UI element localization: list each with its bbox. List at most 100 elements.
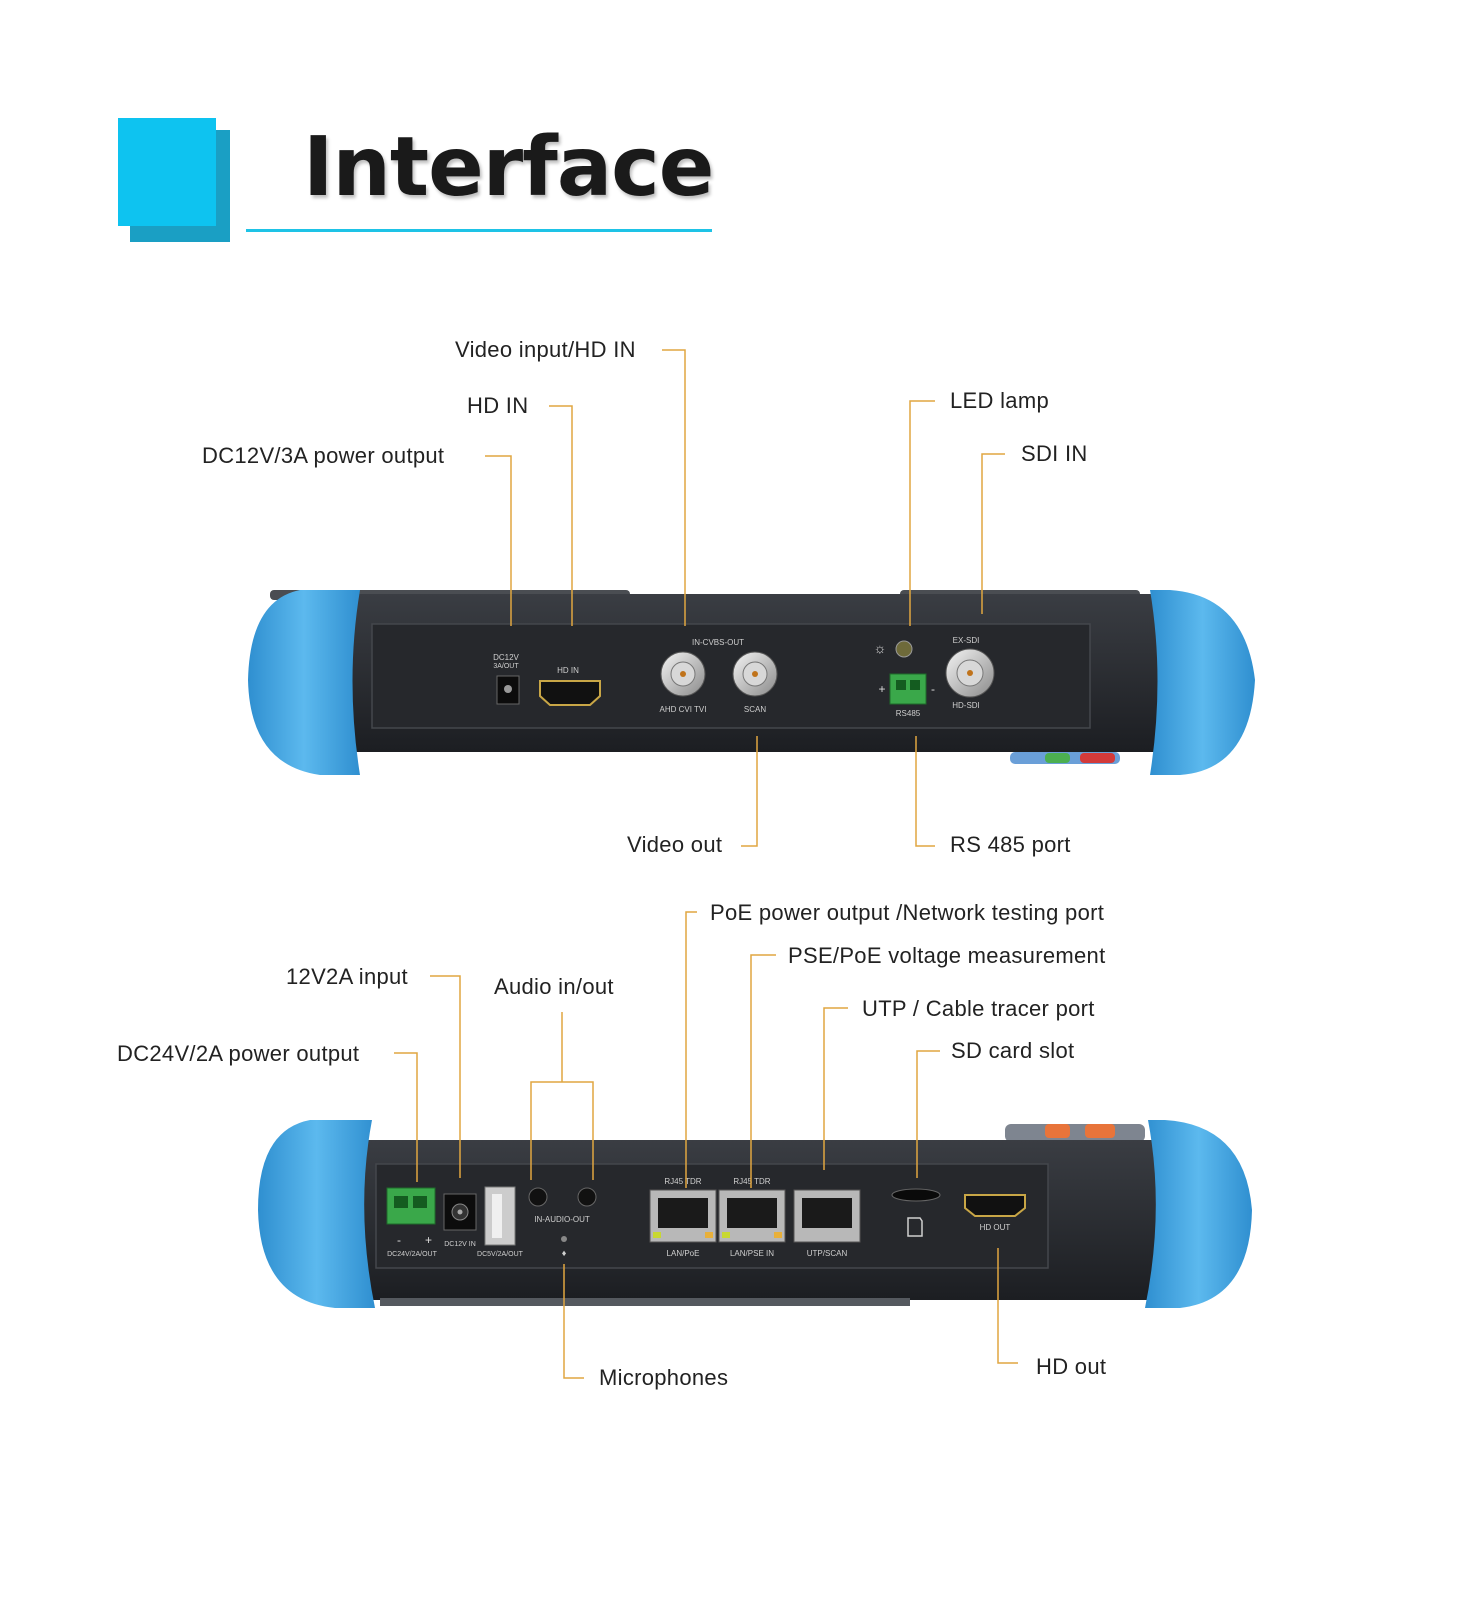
page-title: Interface (303, 120, 714, 215)
bottom-side-buttons (1005, 1124, 1145, 1142)
rj45-lan-pse-socket (727, 1198, 777, 1228)
label-rs485: RS 485 port (950, 832, 1071, 857)
leader-microphones (563, 1264, 584, 1379)
mic-icon: ♦ (562, 1248, 567, 1258)
leader-sdi-in (981, 453, 1005, 614)
label-hd-in: HD IN (467, 393, 529, 418)
label-pse-poe: PSE/PoE voltage measurement (788, 943, 1106, 968)
label-12v2a: 12V2A input (286, 964, 408, 989)
rs485-terminal-slot-1 (896, 680, 906, 690)
orange-button-2 (1085, 1124, 1115, 1138)
leader-dc12v (485, 455, 512, 626)
bnc-video-in-pin (680, 671, 686, 677)
scan-silk: SCAN (744, 705, 766, 714)
label-dc12v: DC12V/3A power output (202, 443, 445, 468)
rj45-lan-poe-led-1 (653, 1232, 661, 1238)
dc24v-minus: - (397, 1233, 401, 1247)
rs485-terminal (889, 673, 927, 705)
rj45-lan-pse-led-2 (774, 1232, 782, 1238)
label-poe-network: PoE power output /Network testing port (710, 900, 1105, 925)
top-device: DC12V 3A/OUT HD IN IN-CVBS-OUT AHD CVI T… (248, 590, 1255, 775)
leader-dc24v (394, 1052, 418, 1182)
orange-button-1 (1045, 1124, 1070, 1138)
lan-pse-silk: LAN/PSE IN (730, 1249, 774, 1258)
rs485-silk: RS485 (896, 709, 921, 718)
leader-sd-card (916, 1050, 940, 1178)
sd-card-icon (907, 1217, 923, 1237)
bottom-bumper-right (1145, 1120, 1252, 1308)
dc24v-silk: DC24V/2A/OUT (387, 1251, 438, 1258)
audio-in-jack (528, 1187, 548, 1207)
dc12v-jack-pin (504, 685, 512, 693)
title-underline (246, 229, 712, 232)
rj45-lan-poe-led-2 (705, 1232, 713, 1238)
audio-silk: IN-AUDIO-OUT (534, 1215, 590, 1224)
top-leader-lines (485, 349, 1005, 847)
leader-led-lamp (909, 400, 935, 626)
dc24v-terminal-slot-2 (413, 1196, 427, 1208)
label-audio: Audio in/out (494, 974, 614, 999)
ahd-silk: AHD CVI TVI (660, 705, 707, 714)
leader-hd-out (997, 1248, 1018, 1364)
bnc-sdi-in-pin (967, 670, 973, 676)
leader-poe-network (685, 911, 697, 1188)
rs485-plus: + (878, 682, 885, 696)
top-bumper-left (248, 590, 360, 775)
hd-in-port (539, 680, 601, 706)
hd-sdi-silk: HD-SDI (952, 701, 980, 710)
dc24v-terminal-slot-1 (394, 1196, 408, 1208)
ex-sdi-silk: EX-SDI (953, 636, 980, 645)
utp-scan-silk: UTP/SCAN (807, 1249, 848, 1258)
dc12v-silk: DC12V (493, 653, 519, 662)
sd-card-slot (891, 1188, 941, 1202)
cvbs-silk: IN-CVBS-OUT (692, 638, 744, 647)
bottom-device: - + DC24V/2A/OUT DC12V IN DC5V/2A/OUT IN… (258, 1120, 1252, 1308)
red-button (1080, 753, 1115, 763)
label-video-out: Video out (627, 832, 723, 857)
led-sun-icon: ☼ (874, 640, 887, 656)
dc24v-plus: + (425, 1233, 432, 1247)
leader-hd-in (549, 405, 573, 626)
label-dc24v: DC24V/2A power output (117, 1041, 360, 1066)
hd-out-port (964, 1194, 1026, 1217)
bottom-body-ridge (380, 1298, 910, 1306)
leader-utp (823, 1007, 848, 1170)
hd-out-silk: HD OUT (980, 1223, 1011, 1232)
label-video-input: Video input/HD IN (455, 337, 636, 362)
dc12v-in-silk: DC12V IN (444, 1241, 476, 1248)
top-bumper-right (1150, 590, 1255, 775)
leader-video-out (741, 736, 758, 847)
label-sd-card: SD card slot (951, 1038, 1075, 1063)
title-square (118, 118, 216, 226)
usb-port-tongue (492, 1194, 502, 1238)
label-microphones: Microphones (599, 1365, 729, 1390)
leader-pse-poe (750, 954, 776, 1188)
rj45-utp-scan-socket (802, 1198, 852, 1228)
label-sdi-in: SDI IN (1021, 441, 1088, 466)
rs485-minus: - (931, 682, 935, 696)
leader-audio-fork (530, 1081, 594, 1180)
rj45-2-silk: RJ45 TDR (733, 1177, 770, 1186)
audio-out-jack (577, 1187, 597, 1207)
dc5v-silk: DC5V/2A/OUT (477, 1251, 524, 1258)
microphone-hole (561, 1236, 567, 1242)
green-button (1045, 753, 1070, 763)
label-hd-out: HD out (1036, 1354, 1107, 1379)
dc12v-sub-silk: 3A/OUT (493, 663, 519, 670)
lan-poe-silk: LAN/PoE (667, 1249, 700, 1258)
label-utp: UTP / Cable tracer port (862, 996, 1095, 1021)
leader-rs485 (915, 736, 935, 847)
rj45-lan-pse-led-1 (722, 1232, 730, 1238)
bottom-leader-lines (394, 911, 1018, 1379)
leader-12v2a (430, 975, 461, 1178)
dc12v-in-jack-pin (457, 1209, 463, 1215)
label-led-lamp: LED lamp (950, 388, 1049, 413)
rj45-lan-poe-socket (658, 1198, 708, 1228)
hd-in-silk: HD IN (557, 666, 579, 675)
rj45-1-silk: RJ45 TDR (664, 1177, 701, 1186)
bnc-video-out-pin (752, 671, 758, 677)
led-lamp (895, 640, 913, 658)
bottom-bumper-left (258, 1120, 375, 1308)
